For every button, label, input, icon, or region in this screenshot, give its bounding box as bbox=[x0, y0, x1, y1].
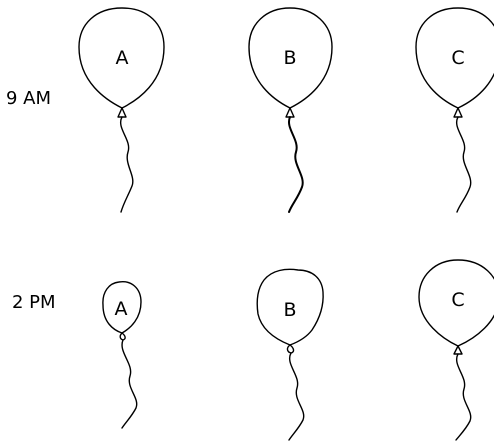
balloon-a-2pm-body bbox=[102, 281, 142, 334]
balloon-b-9am-knot bbox=[285, 107, 295, 118]
balloon-a-9am-letter: A bbox=[116, 47, 129, 69]
balloon-a-9am-knot bbox=[117, 107, 127, 118]
balloon-c-9am-body bbox=[415, 7, 494, 109]
balloon-c-9am: C bbox=[415, 7, 494, 213]
balloon-c-9am-string bbox=[456, 116, 472, 213]
balloon-c-2pm-letter: C bbox=[451, 289, 464, 311]
balloon-b-2pm-knot bbox=[286, 344, 295, 354]
balloon-b-2pm-string bbox=[288, 352, 305, 441]
balloon-c-2pm-knot bbox=[453, 345, 463, 355]
balloon-b-9am-body bbox=[248, 7, 333, 109]
balloon-a-9am-body bbox=[78, 7, 165, 109]
balloon-c-2pm-body bbox=[418, 259, 494, 347]
row-label-2pm: 2 PM bbox=[12, 292, 56, 313]
row-label-9am: 9 AM bbox=[6, 88, 51, 109]
balloon-c-2pm: C bbox=[418, 259, 494, 441]
balloon-b-2pm: B bbox=[256, 268, 324, 441]
row-2pm: 2 PM A B C bbox=[12, 259, 494, 441]
balloon-c-2pm-string bbox=[455, 353, 472, 441]
balloon-c-9am-letter: C bbox=[451, 47, 464, 69]
row-9am: 9 AM A B C bbox=[6, 7, 494, 213]
balloon-b-2pm-letter: B bbox=[283, 299, 296, 321]
balloon-b-9am-string bbox=[287, 116, 304, 213]
balloon-a-2pm-string bbox=[121, 339, 138, 429]
balloon-b-9am: B bbox=[248, 7, 333, 213]
balloon-a-2pm-knot bbox=[119, 332, 126, 341]
balloon-a-9am-string bbox=[120, 116, 134, 213]
balloon-a-2pm-letter: A bbox=[115, 298, 128, 320]
balloon-a-2pm: A bbox=[102, 281, 142, 429]
balloon-a-9am: A bbox=[78, 7, 165, 213]
balloon-c-9am-knot bbox=[453, 107, 463, 118]
balloon-b-9am-letter: B bbox=[283, 47, 296, 69]
balloon-b-2pm-body bbox=[256, 268, 324, 346]
